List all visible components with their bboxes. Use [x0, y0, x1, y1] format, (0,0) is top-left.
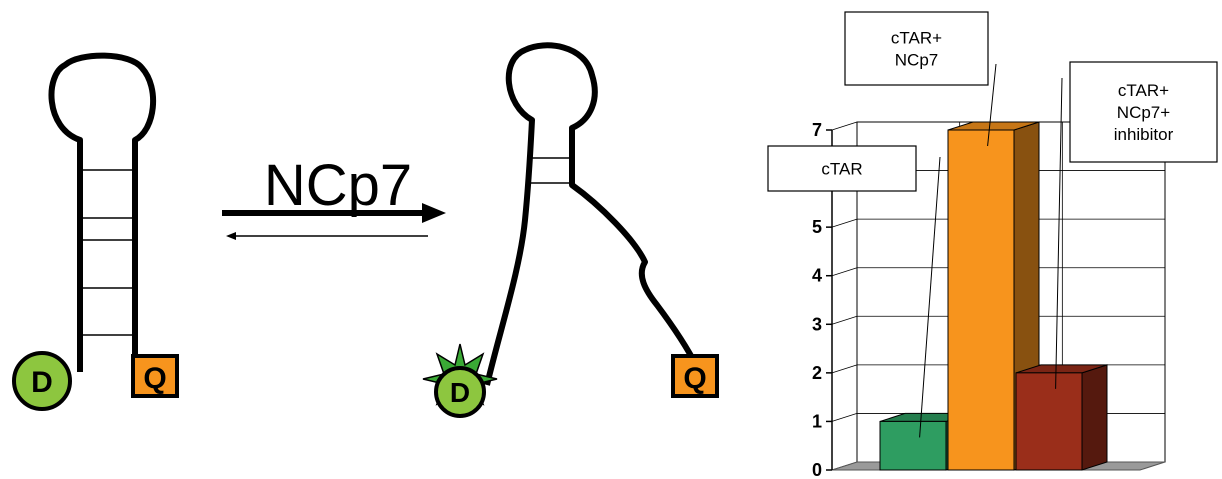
- gridline-side: [831, 218, 858, 228]
- open-hairpin-base-pairs: [530, 157, 572, 184]
- donor-fluorophore-closed: D: [12, 351, 72, 411]
- gridline-side: [831, 121, 858, 131]
- closed-hairpin: D Q: [12, 52, 179, 411]
- y-tick-label: 2: [812, 363, 822, 383]
- callout-text: NCp7+: [1117, 103, 1170, 122]
- gridline-side: [831, 413, 858, 422]
- donor-label-open: D: [450, 377, 470, 408]
- quencher-open: Q: [671, 354, 719, 398]
- fluorescence-bar-chart: 0 1 2 3 4 5 7 cTAR cTAR+ NCp7 cTAR+ NCp7+ inhibitor: [767, 11, 1218, 479]
- y-tick-label: 3: [812, 314, 822, 334]
- chart-callouts: cTAR cTAR+ NCp7 cTAR+ NCp7+ inhibitor: [767, 11, 1218, 438]
- callout-leader: [1055, 77, 1063, 389]
- callout-leader: [987, 63, 997, 147]
- reaction-arrows: NCp7: [222, 153, 446, 240]
- reverse-arrowhead: [226, 232, 236, 240]
- bar-3: [1015, 364, 1108, 471]
- callout-leader: [919, 156, 941, 438]
- callout-text: cTAR+: [1118, 81, 1169, 100]
- y-tick-label: 4: [812, 266, 822, 286]
- y-tick-label: 0: [812, 460, 822, 479]
- callout-box: [844, 11, 989, 86]
- gridline-side: [831, 315, 858, 325]
- y-tick-label: 7: [812, 120, 822, 140]
- reaction-agent-label: NCp7: [264, 153, 412, 218]
- quencher-label-closed: Q: [143, 362, 166, 395]
- callout-3: cTAR+ NCp7+ inhibitor: [1055, 61, 1218, 389]
- open-hairpin: D Q: [422, 42, 719, 418]
- quencher-label-open: Q: [683, 362, 706, 395]
- y-tick-label: 1: [812, 411, 822, 431]
- open-hairpin-strand: [484, 42, 700, 386]
- bar-front: [947, 129, 1015, 471]
- callout-text: inhibitor: [1114, 125, 1174, 144]
- quencher-closed: Q: [131, 354, 179, 398]
- callout-text: NCp7: [895, 51, 938, 70]
- callout-text: cTAR: [821, 160, 862, 179]
- gridline-side: [831, 364, 858, 374]
- forward-arrowhead: [422, 203, 446, 223]
- callout-text: cTAR+: [891, 29, 942, 48]
- callout-2: cTAR+ NCp7: [844, 11, 997, 147]
- donor-fluorophore-open: [434, 366, 486, 418]
- chart-bars: [879, 121, 1108, 471]
- closed-hairpin-strand: [48, 52, 157, 372]
- callout-box: [767, 145, 917, 192]
- donor-fluorescence-star: D: [422, 343, 498, 418]
- bar-side: [1081, 364, 1108, 471]
- donor-label-closed: D: [31, 366, 53, 399]
- closed-hairpin-base-pairs: [80, 169, 135, 336]
- callout-1: cTAR: [767, 145, 941, 438]
- gridline-side: [831, 267, 858, 277]
- bar-front: [1015, 372, 1083, 471]
- bar-front: [879, 420, 947, 471]
- callout-box: [1069, 61, 1218, 163]
- y-tick-label: 5: [812, 217, 822, 237]
